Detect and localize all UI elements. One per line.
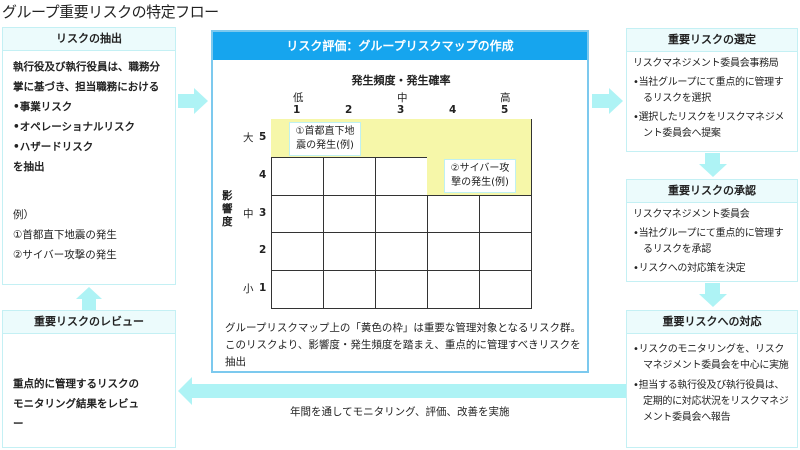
example-label: 例） (13, 209, 34, 221)
risk-cell (271, 270, 324, 309)
arrow-left-icon (178, 377, 192, 405)
y-tick: 5 (259, 131, 267, 143)
x-level-low: 低 (293, 92, 304, 104)
y-tick: 3 (259, 206, 267, 219)
extract-header: リスクの抽出 (3, 28, 175, 51)
approve-header: 重要リスクの承認 (627, 180, 797, 203)
extract-item: •事業リスク (13, 101, 73, 113)
risk-map-header: リスク評価：グループリスクマップの作成 (213, 32, 587, 60)
risk-cell (323, 156, 376, 196)
risk-cell (271, 156, 324, 196)
arrow-down-icon (699, 294, 727, 307)
risk-cell (427, 270, 480, 309)
loop-label: 年間を通してモニタリング、評価、改善を実施 (290, 406, 510, 418)
example-2-label: ②サイバー攻撃の発生(例) (444, 159, 516, 193)
risk-cell (375, 156, 428, 196)
select-box: 重要リスクの選定 リスクマネジメント委員会事務局 •当社グループにて重点的に管理… (626, 28, 798, 152)
arrow-down-shaft (705, 283, 720, 295)
arrow-right-icon (609, 88, 623, 114)
x-tick: 3 (397, 104, 405, 116)
x-tick: 1 (293, 104, 301, 116)
risk-cell-highlighted (427, 119, 480, 158)
risk-cell (427, 232, 480, 272)
x-tick: 2 (345, 104, 353, 116)
review-body: 重点的に管理するリスクのモニタリング結果をレビュー (13, 378, 139, 430)
example-item: ①首都直下地震の発生 (13, 229, 117, 241)
risk-cell (375, 194, 428, 234)
y-level-low: 小 (243, 283, 254, 295)
arrow-right-shaft (178, 94, 194, 108)
y-tick: 4 (259, 168, 267, 181)
x-level-high: 高 (500, 92, 511, 104)
risk-cell-highlighted (375, 119, 428, 158)
arrow-up-shaft (82, 298, 96, 310)
risk-cell (323, 194, 376, 234)
approve-item: •リスクへの対応策を決定 (633, 263, 746, 274)
risk-map-panel: リスク評価：グループリスクマップの作成 発生頻度・発生確率 低 中 高 1 2 3 4… (211, 30, 589, 373)
risk-cell (271, 194, 324, 234)
y-tick: 2 (259, 244, 267, 257)
select-lead: リスクマネジメント委員会事務局 (633, 58, 779, 69)
approve-lead: リスクマネジメント委員会 (633, 209, 750, 220)
select-item: •選択したリスクをリスクマネジメント委員会へ提案 (633, 112, 785, 139)
risk-cell (375, 232, 428, 272)
risk-cell (479, 194, 532, 234)
risk-cell-highlighted (479, 119, 532, 158)
x-tick: 4 (449, 104, 457, 116)
risk-map-description: グループリスクマップ上の「黄色の枠」は重要な管理対象となるリスク群。このリスクよ… (225, 322, 582, 368)
approve-item: •当社グループにて重点的に管理するリスクを承認 (633, 228, 784, 255)
respond-box: 重要リスクへの対応 •リスクのモニタリングを、リスクマネジメント委員会を中心に実… (626, 310, 798, 448)
risk-cell (323, 270, 376, 309)
respond-header: 重要リスクへの対応 (627, 311, 797, 334)
respond-item: •リスクのモニタリングを、リスクマネジメント委員会を中心に実施 (633, 344, 789, 371)
y-axis-title: 影響度 (222, 190, 233, 228)
extract-box: リスクの抽出 執行役及び執行役員は、職務分掌に基づき、担当職務における •事業リ… (2, 27, 176, 285)
arrow-down-shaft (705, 153, 720, 165)
extract-tail: を抽出 (13, 161, 45, 173)
risk-cell (479, 270, 532, 309)
arrow-left-shaft (191, 384, 626, 398)
extract-item: •ハザードリスク (13, 141, 94, 153)
example-item: ②サイバー攻撃の発生 (13, 249, 117, 261)
select-item: •当社グループにて重点的に管理するリスクを選択 (633, 77, 784, 104)
page-title: グループ重要リスクの特定フロー (2, 3, 219, 21)
x-axis-title: 発生頻度・発生確率 (351, 74, 451, 87)
risk-cell (323, 232, 376, 272)
y-level-mid: 中 (243, 208, 254, 220)
review-box: 重要リスクのレビュー 重点的に管理するリスクのモニタリング結果をレビュー (2, 310, 176, 448)
risk-cell (479, 232, 532, 272)
arrow-down-icon (699, 164, 727, 177)
risk-cell (427, 194, 480, 234)
y-tick: 1 (259, 282, 267, 295)
arrow-up-icon (76, 287, 102, 299)
x-tick: 5 (501, 104, 509, 116)
arrow-right-icon (194, 88, 208, 114)
extract-item: •オペレーショナルリスク (13, 121, 136, 133)
select-header: 重要リスクの選定 (627, 29, 797, 52)
risk-cell (271, 232, 324, 272)
risk-cell (375, 270, 428, 309)
extract-lead: 執行役及び執行役員は、職務分掌に基づき、担当職務における (13, 61, 160, 93)
arrow-right-shaft (592, 94, 610, 108)
y-level-high: 大 (243, 132, 254, 144)
review-header: 重要リスクのレビュー (3, 311, 175, 334)
respond-item: •担当する執行役及び執行役員は、定期的に対応状況をリスクマネジメント委員会へ報告 (633, 380, 789, 423)
approve-box: 重要リスクの承認 リスクマネジメント委員会 •当社グループにて重点的に管理するリ… (626, 179, 798, 282)
example-1-label: ①首都直下地震の発生(例) (289, 122, 361, 156)
x-level-mid: 中 (397, 92, 408, 104)
